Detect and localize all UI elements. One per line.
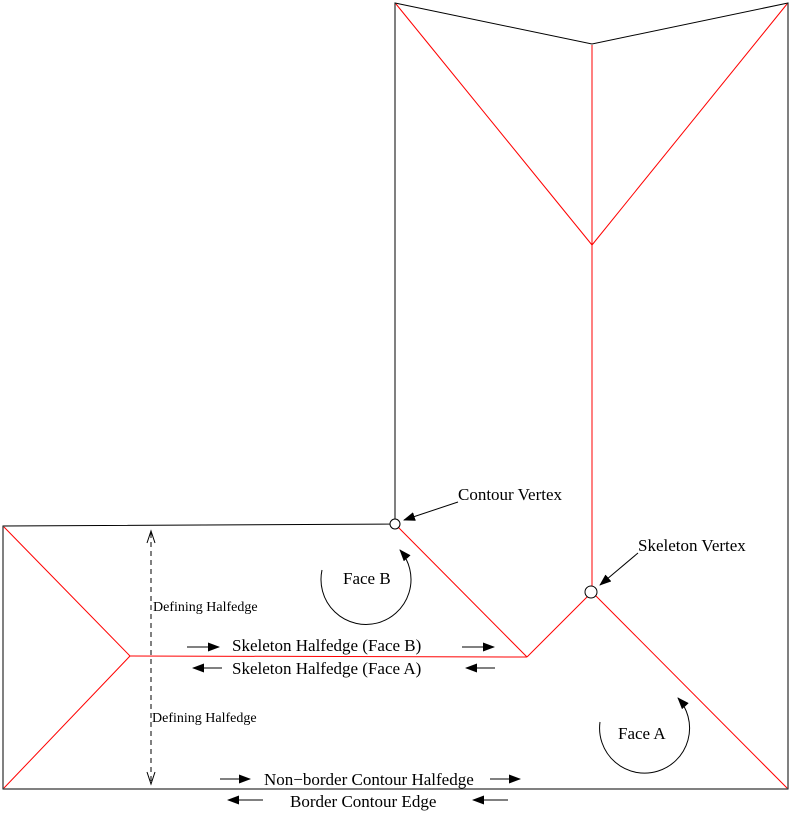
skeleton-edge-bottom-right-diagonal <box>591 591 788 789</box>
contour-vertex-marker <box>389 518 401 530</box>
arrow-up-icon <box>146 529 156 544</box>
skeleton-edge-vertex-to-junction <box>526 591 593 658</box>
skeleton-vertex-marker <box>584 585 598 599</box>
diagram-labels: Contour Vertex Skeleton Vertex Face B Fa… <box>152 485 746 811</box>
skeleton-edge-from-contour-vertex <box>395 524 528 658</box>
face-b-label: Face B <box>343 569 391 588</box>
skeleton-edge-horizontal <box>129 655 528 658</box>
skeleton-edge-left-lower-diagonal <box>3 655 131 789</box>
contour-vertex-label: Contour Vertex <box>458 485 563 504</box>
skeleton-edge-top-right-diagonal <box>591 3 788 246</box>
skeleton-edge-left-upper-diagonal <box>3 526 131 657</box>
defining-halfedge-arrow-group <box>146 529 156 786</box>
skeleton-halfedge-face-b-label: Skeleton Halfedge (Face B) <box>232 636 421 655</box>
skeleton-vertex-leader-arrow-icon <box>599 552 639 586</box>
face-a-label: Face A <box>618 724 666 743</box>
contour-vertex-leader-arrow-icon <box>403 501 459 521</box>
defining-halfedge-lower-label: Defining Halfedge <box>152 711 257 726</box>
skeleton-halfedge-face-a-label: Skeleton Halfedge (Face A) <box>232 659 421 678</box>
defining-halfedge-upper-label: Defining Halfedge <box>153 600 258 615</box>
contour-polygon <box>2 2 789 790</box>
face-a-orientation-arc-icon <box>599 697 691 774</box>
contour-polygon-group <box>2 2 789 790</box>
halfedge-direction-arrows <box>187 642 521 805</box>
non-border-contour-halfedge-label: Non−border Contour Halfedge <box>264 770 474 789</box>
vertex-leader-lines <box>403 501 639 586</box>
skeleton-vertex-label: Skeleton Vertex <box>638 536 746 555</box>
vertex-markers <box>389 518 598 599</box>
border-contour-edge-label: Border Contour Edge <box>290 792 436 811</box>
arrow-down-icon <box>146 771 156 786</box>
skeleton-edge-top-left-diagonal <box>395 3 593 246</box>
face-orientation-arcs <box>320 549 691 774</box>
face-b-orientation-arc-icon <box>320 549 412 625</box>
skeleton-edges-group <box>3 3 788 789</box>
